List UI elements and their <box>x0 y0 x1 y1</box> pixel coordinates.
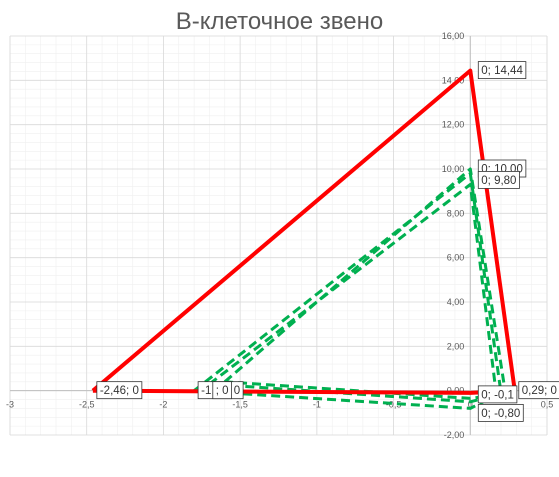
y-tick-label: 8,00 <box>447 208 465 218</box>
data-label-box <box>477 61 527 79</box>
x-tick-label: -2,5 <box>79 400 95 410</box>
data-label: 0; 14,44 <box>477 61 527 79</box>
data-label-text: ; 0 <box>216 385 229 397</box>
y-tick-label: -2,00 <box>444 430 465 440</box>
x-tick-label: -3 <box>6 400 14 410</box>
x-tick-label: -2 <box>159 400 167 410</box>
data-label: 0; 9,80 <box>477 171 520 189</box>
x-tick-label: -1,5 <box>232 400 248 410</box>
data-label-box <box>212 381 232 400</box>
x-tick-label: -0,5 <box>386 400 402 410</box>
data-label-box <box>477 385 518 404</box>
data-label-text: 0; -0,80 <box>481 408 520 420</box>
data-label: 0; -0,80 <box>477 403 524 422</box>
data-label: 0; -0,1 <box>477 385 518 404</box>
data-label-text: 0; 14,44 <box>481 65 523 77</box>
x-tick-label: 0,5 <box>541 400 554 410</box>
y-tick-label: 10,00 <box>442 164 465 174</box>
y-tick-label: 2,00 <box>447 341 465 351</box>
data-label-text: 0; -0,1 <box>481 389 514 401</box>
y-tick-label: 0,00 <box>447 386 465 396</box>
x-tick-label: 0 <box>468 400 473 410</box>
tick-labels: -3 -2,5 -2 -1,5 -1 -0,5 0 0,5 -2,00 0,00 2,00 4,00 6… <box>6 31 553 440</box>
data-label-text: 0,29; 0 <box>522 385 557 397</box>
data-labels: 0; 14,440; 10,000; 9,80-2,46; 0-1,80; 0;… <box>96 61 559 422</box>
data-label-box <box>518 381 559 400</box>
y-tick-label: 16,00 <box>442 31 465 41</box>
y-tick-label: 6,00 <box>447 253 465 263</box>
data-label: -2,46; 0 <box>96 381 143 400</box>
data-label: ; 0 <box>212 381 232 400</box>
data-label-box <box>477 171 520 189</box>
data-label-box <box>96 381 143 400</box>
data-label-text: 0; 9,80 <box>481 175 516 187</box>
data-label-box <box>477 403 524 422</box>
y-tick-label: 14,00 <box>442 75 465 85</box>
chart-title: B-клеточное звено <box>175 8 384 35</box>
y-tick-label: 4,00 <box>447 297 465 307</box>
data-label: 0,29; 0 <box>518 381 559 400</box>
y-tick-label: 12,00 <box>442 120 465 130</box>
data-label-text: -2,46; 0 <box>100 385 139 397</box>
x-tick-label: -1 <box>313 400 321 410</box>
